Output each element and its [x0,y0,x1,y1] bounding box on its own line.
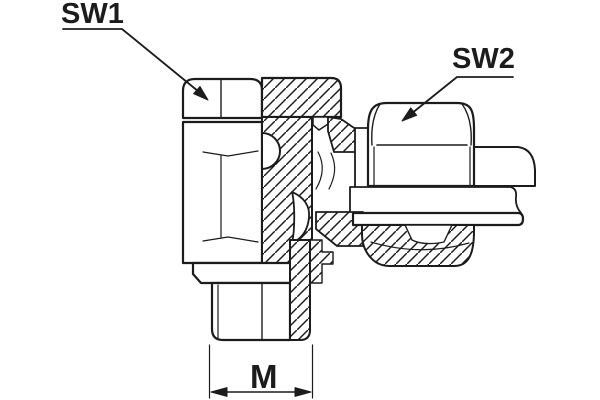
section-hatch-top-flange [260,76,343,119]
fitting-body [181,120,264,265]
body-chamfer-top [202,150,259,157]
dimension-arrow-left [210,387,228,397]
banjo-eye-hole [261,132,281,170]
sealing-cone-line-left [315,151,323,190]
section-hatch-step-strip [309,239,334,284]
sw1-label: SW1 [61,0,124,30]
tube-sleeve [461,146,536,187]
thread-relief-notch [312,116,329,131]
cone-nose [291,191,310,244]
section-hatch-stud-core [289,239,311,341]
swivel-hex-cap [181,77,264,120]
dimension-arrow-right [294,387,312,397]
nut-chamfer-arc-left [371,103,381,146]
fitting-sleeve-band [349,186,522,214]
threaded-stud [210,281,292,342]
sealing-cone-line-right [328,152,336,190]
nut-chamfer-arc-right [461,103,472,146]
pipe-bar [351,211,525,227]
sw2-label: SW2 [452,43,515,75]
sw1-leader-arrow [193,86,209,101]
body-chamfer-bottom [202,236,259,243]
bore-curve-line [370,241,470,251]
cutting-ring-section [404,224,453,245]
sw2-leader-line [405,76,514,119]
dimension-m-label: M [250,358,278,395]
sw2-leader-arrow [401,107,418,122]
sw1-leader-line [62,28,205,97]
